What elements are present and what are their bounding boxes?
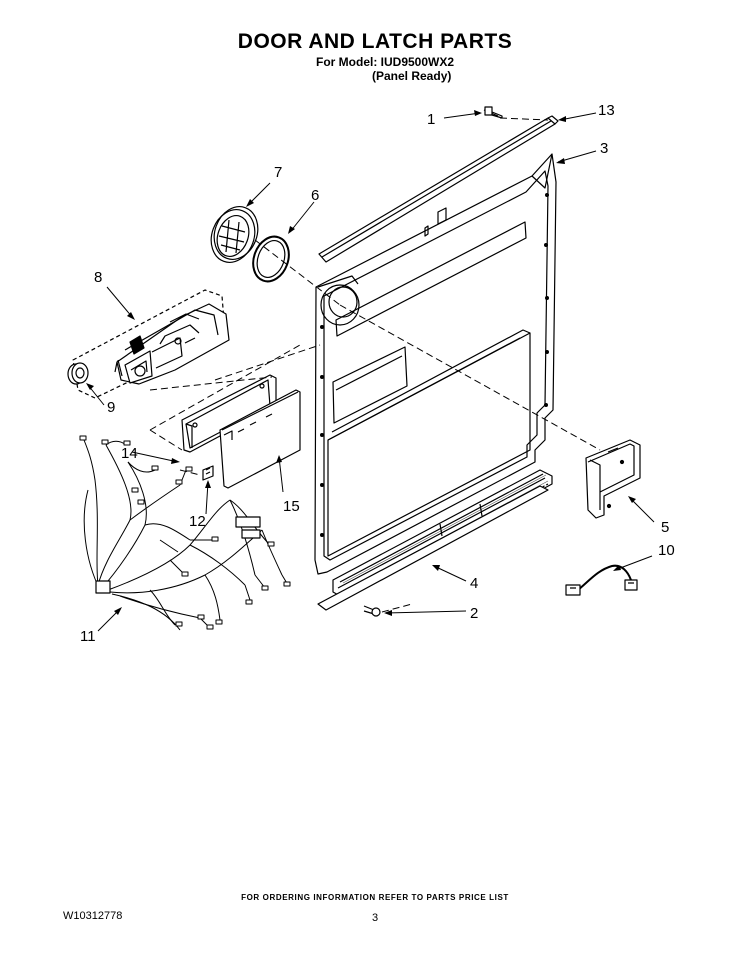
wiring-harness bbox=[79, 435, 291, 631]
callout-10: 10 bbox=[658, 542, 675, 559]
callout-4: 4 bbox=[470, 575, 478, 592]
callout-1: 1 bbox=[427, 111, 435, 128]
wire-connector-part-10 bbox=[565, 564, 638, 596]
bottom-vent-strip bbox=[317, 469, 553, 611]
variant-line: (Panel Ready) bbox=[372, 69, 452, 83]
connector-part-12 bbox=[202, 465, 214, 481]
callout-2: 2 bbox=[470, 605, 478, 622]
latch-strike-bracket bbox=[585, 439, 641, 519]
page-number: 3 bbox=[372, 912, 379, 924]
top-trim-strip bbox=[318, 115, 559, 263]
control-board-front bbox=[219, 389, 301, 489]
callout-14: 14 bbox=[121, 445, 138, 462]
callout-11: 11 bbox=[80, 628, 96, 645]
callout-6: 6 bbox=[311, 187, 319, 204]
callout-12: 12 bbox=[189, 513, 206, 530]
vent-cap bbox=[210, 206, 259, 263]
callout-15: 15 bbox=[283, 498, 300, 515]
callout-8: 8 bbox=[94, 269, 102, 286]
vent-gasket bbox=[252, 235, 290, 283]
callout-7: 7 bbox=[274, 164, 282, 181]
inner-door-panel bbox=[314, 153, 557, 575]
callout-labels: 1 2 3 4 5 6 7 8 9 10 11 12 13 14 15 bbox=[80, 102, 675, 645]
page-title: DOOR AND LATCH PARTS bbox=[237, 30, 513, 53]
model-line: For Model: IUD9500WX2 bbox=[316, 55, 455, 69]
leader-arrowheads bbox=[86, 110, 636, 616]
ordering-note: FOR ORDERING INFORMATION REFER TO PARTS … bbox=[241, 893, 509, 902]
callout-3: 3 bbox=[600, 140, 608, 157]
callout-5: 5 bbox=[661, 519, 669, 536]
callout-9: 9 bbox=[107, 399, 115, 416]
knob bbox=[67, 362, 89, 385]
document-number: W10312778 bbox=[63, 910, 123, 922]
screw-part-1 bbox=[483, 106, 503, 119]
callout-13: 13 bbox=[598, 102, 615, 119]
explosion-lines bbox=[149, 117, 601, 613]
latch-assembly bbox=[72, 289, 230, 399]
screw-part-2 bbox=[363, 605, 381, 617]
